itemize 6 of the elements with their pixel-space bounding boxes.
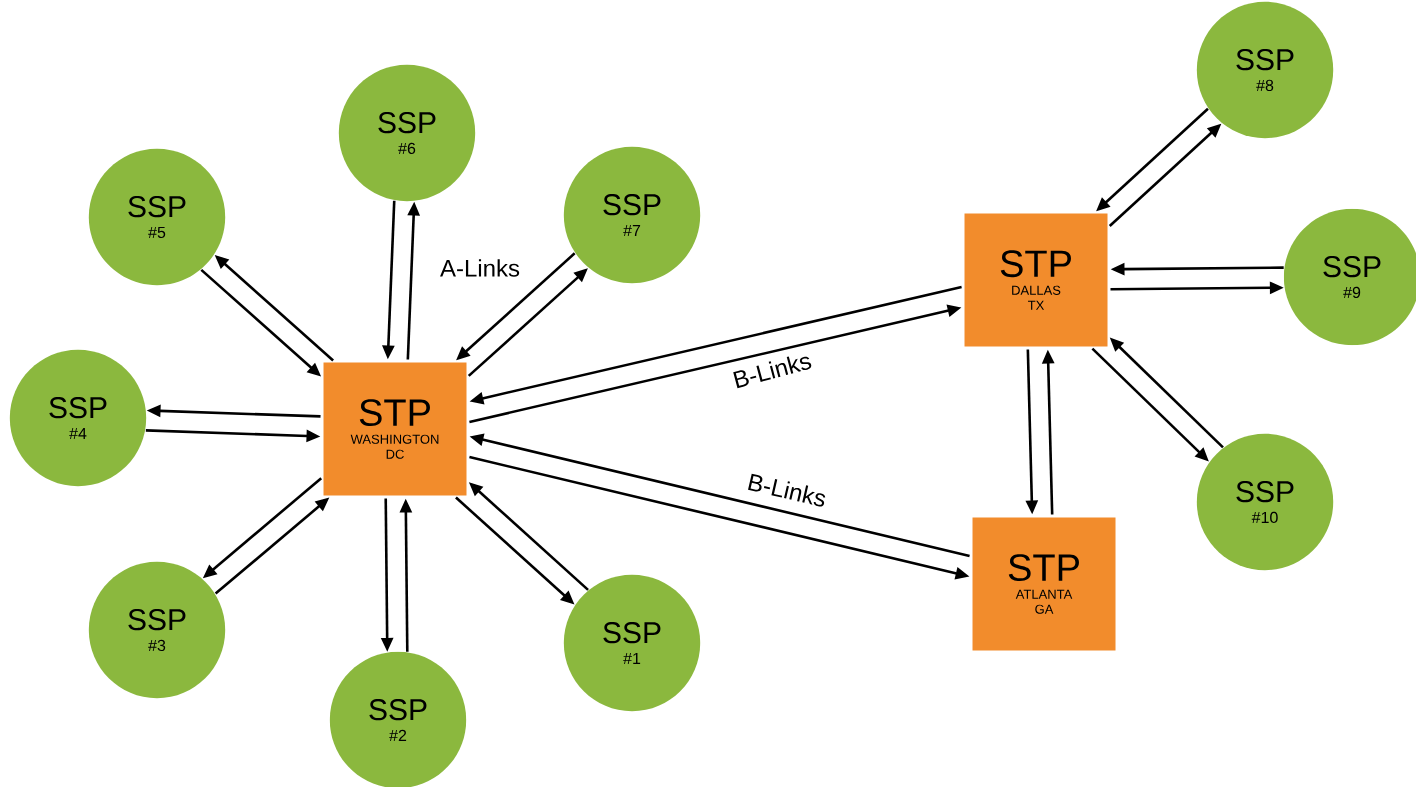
stp-box: STP WASHINGTON DC [323,362,467,496]
stp-box: STP ATLANTA GA [972,517,1116,651]
link-label: B-Links [748,473,826,507]
stp-box: STP DALLAS TX [964,213,1108,347]
link-label: A-Links [440,259,520,277]
link-label: B-Links [733,356,812,389]
